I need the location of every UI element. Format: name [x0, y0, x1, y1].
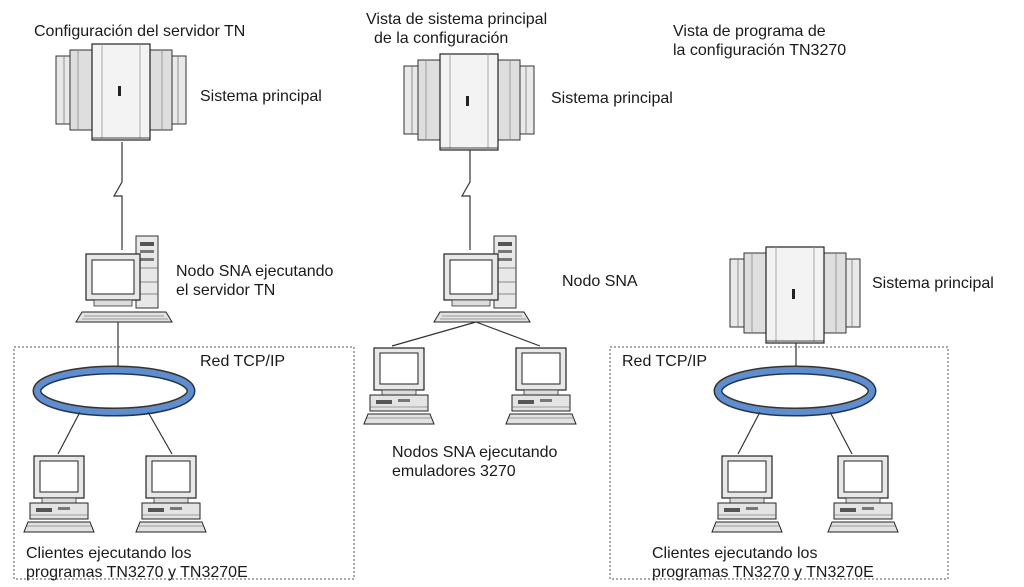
- right-tcpip-boundary: [609, 346, 949, 580]
- middle-emulator-2-icon: [505, 347, 577, 425]
- left-clients-label: Clientes ejecutando los programas TN3270…: [26, 545, 248, 581]
- left-mainframe-icon: [55, 43, 187, 141]
- left-panel-title: Configuración del servidor TN: [34, 23, 246, 40]
- middle-node-label: Nodo SNA: [562, 273, 638, 290]
- middle-sna-node-icon: [433, 235, 531, 323]
- right-mainframe-icon: [729, 246, 861, 344]
- right-network-label: Red TCP/IP: [622, 353, 708, 370]
- left-network-label: Red TCP/IP: [200, 353, 286, 370]
- middle-emulator-1-icon: [363, 347, 435, 425]
- middle-panel: [363, 53, 577, 425]
- right-host-label: Sistema principal: [872, 275, 994, 292]
- right-panel: [609, 246, 949, 580]
- middle-emulators-label: Nodos SNA ejecutando emuladores 3270: [392, 444, 558, 480]
- middle-lightning-link-icon: [460, 150, 471, 250]
- right-client-2-icon: [827, 455, 899, 533]
- left-node-label: Nodo SNA ejecutando el servidor TN: [176, 263, 334, 299]
- middle-host-label: Sistema principal: [551, 90, 673, 107]
- right-clients-label: Clientes ejecutando los programas TN3270…: [652, 545, 874, 581]
- left-tcpip-boundary: [13, 346, 355, 580]
- left-client-2-icon: [135, 455, 207, 533]
- left-host-label: Sistema principal: [200, 88, 322, 105]
- middle-panel-title: Vista de sistema principal de la configu…: [366, 11, 548, 47]
- right-client-1-icon: [711, 455, 783, 533]
- left-sna-node-icon: [75, 235, 173, 323]
- left-lightning-link-icon: [112, 142, 123, 250]
- right-panel-title: Vista de programa de la configuración TN…: [673, 23, 847, 59]
- left-panel: [13, 43, 355, 580]
- middle-mainframe-icon: [403, 53, 535, 151]
- left-client-1-icon: [23, 455, 95, 533]
